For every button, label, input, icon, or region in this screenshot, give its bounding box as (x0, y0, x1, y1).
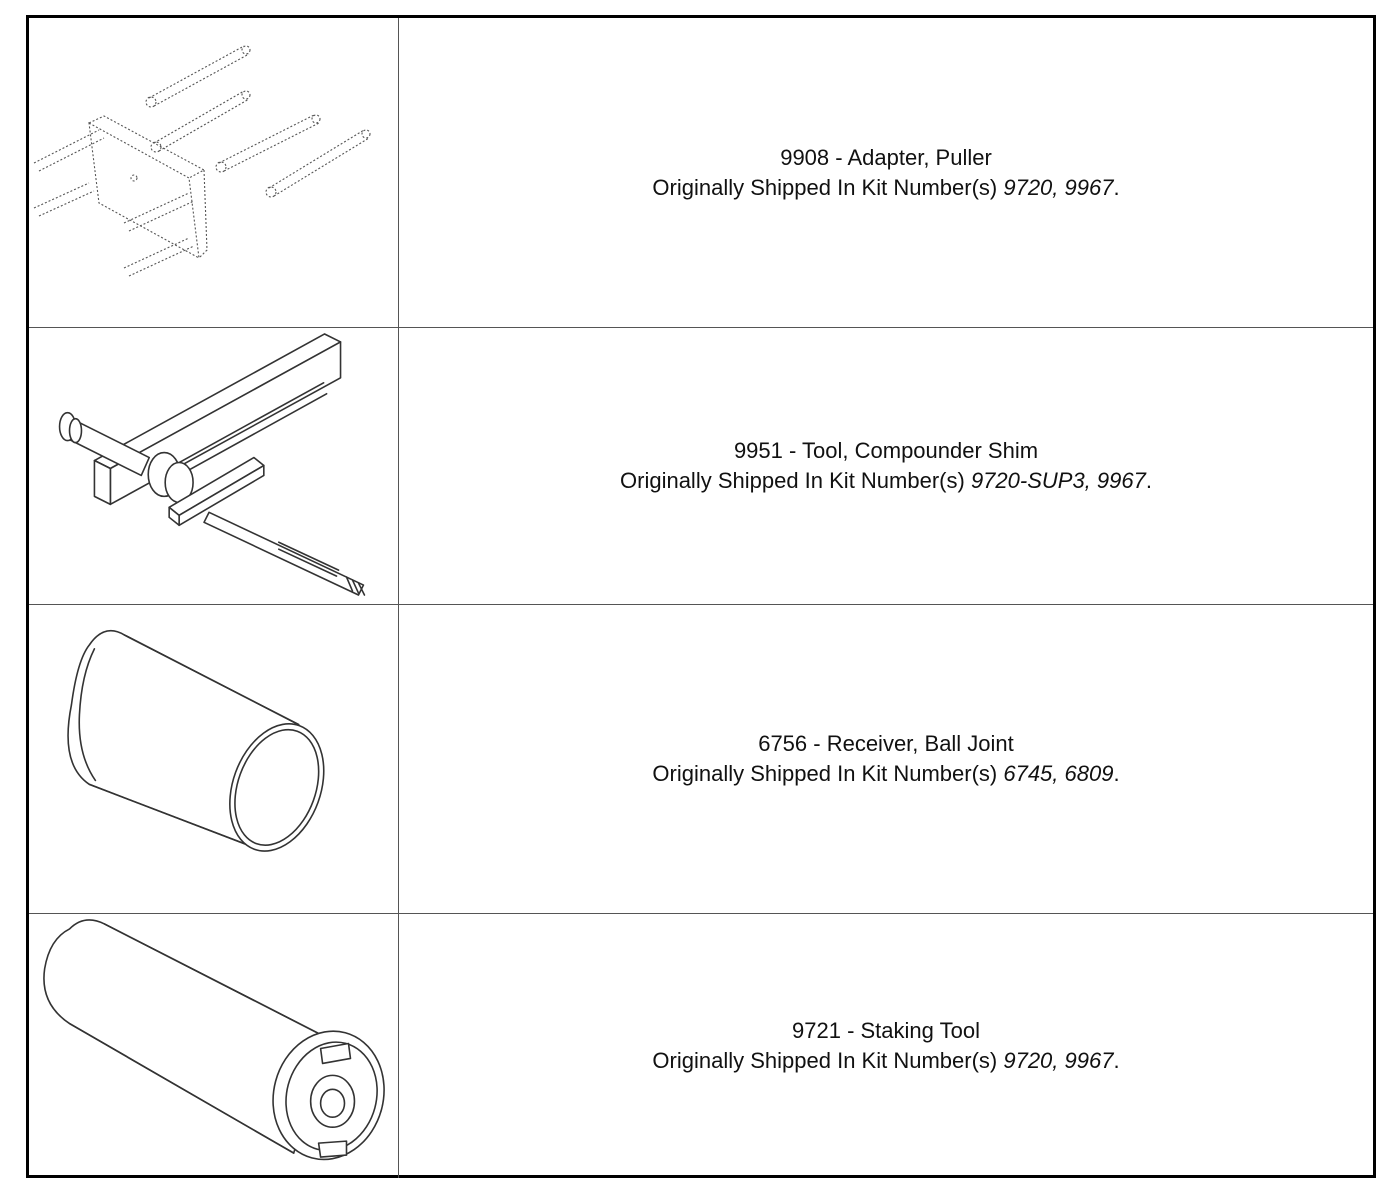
tool-description-cell: 9908 - Adapter, Puller Originally Shippe… (399, 18, 1373, 327)
tool-title: 9951 - Tool, Compounder Shim (733, 438, 1039, 463)
tool-description-cell: 9721 - Staking Tool Originally Shipped I… (399, 914, 1373, 1178)
tool-row-9721: 9721 - Staking Tool Originally Shipped I… (29, 913, 1373, 1178)
tool-title: 6756 - Receiver, Ball Joint (758, 731, 1014, 756)
tool-title: 9908 - Adapter, Puller (780, 144, 992, 170)
kit-prefix: Originally Shipped In Kit Number(s) (652, 174, 1004, 200)
tool-row-9951: 9951 - Tool, Compounder Shim Originally … (29, 327, 1373, 604)
tool-title: 9721 - Staking Tool (792, 1018, 980, 1043)
kit-prefix: Originally Shipped In Kit Number(s) (620, 468, 971, 493)
kit-suffix: . (1113, 1048, 1120, 1073)
tool-kit-line: Originally Shipped In Kit Number(s) 9720… (652, 1046, 1119, 1076)
kit-numbers: 9720, 9967 (1003, 174, 1114, 200)
tool-kit-line: Originally Shipped In Kit Number(s) 9720… (620, 466, 1152, 496)
kit-numbers: 9720, 9967 (1003, 1048, 1114, 1073)
kit-prefix: Originally Shipped In Kit Number(s) (652, 761, 1004, 786)
puller-adapter-illustration (33, 45, 371, 277)
kit-suffix: . (1145, 468, 1152, 493)
tool-row-6756: 6756 - Receiver, Ball Joint Originally S… (29, 604, 1373, 913)
tool-image-cell (29, 328, 399, 604)
staking-tool-illustration (43, 919, 385, 1161)
tool-image-cell (29, 18, 399, 327)
compounder-shim-tool-illustration (58, 333, 366, 596)
ball-joint-receiver-illustration (67, 629, 325, 852)
tool-image-cell (29, 914, 399, 1178)
tool-description-cell: 6756 - Receiver, Ball Joint Originally S… (399, 605, 1373, 913)
kit-numbers: 6745, 6809 (1003, 761, 1114, 786)
tool-row-9908: 9908 - Adapter, Puller Originally Shippe… (29, 18, 1373, 327)
kit-prefix: Originally Shipped In Kit Number(s) (652, 1048, 1004, 1073)
tool-description-cell: 9951 - Tool, Compounder Shim Originally … (399, 328, 1373, 604)
tool-kit-line: Originally Shipped In Kit Number(s) 6745… (652, 759, 1119, 789)
tool-table: 9908 - Adapter, Puller Originally Shippe… (26, 15, 1376, 1178)
kit-suffix: . (1113, 761, 1120, 786)
kit-numbers: 9720-SUP3, 9967 (970, 468, 1146, 493)
tool-kit-line: Originally Shipped In Kit Number(s) 9720… (652, 173, 1119, 203)
tool-image-cell (29, 605, 399, 913)
kit-suffix: . (1113, 174, 1120, 200)
